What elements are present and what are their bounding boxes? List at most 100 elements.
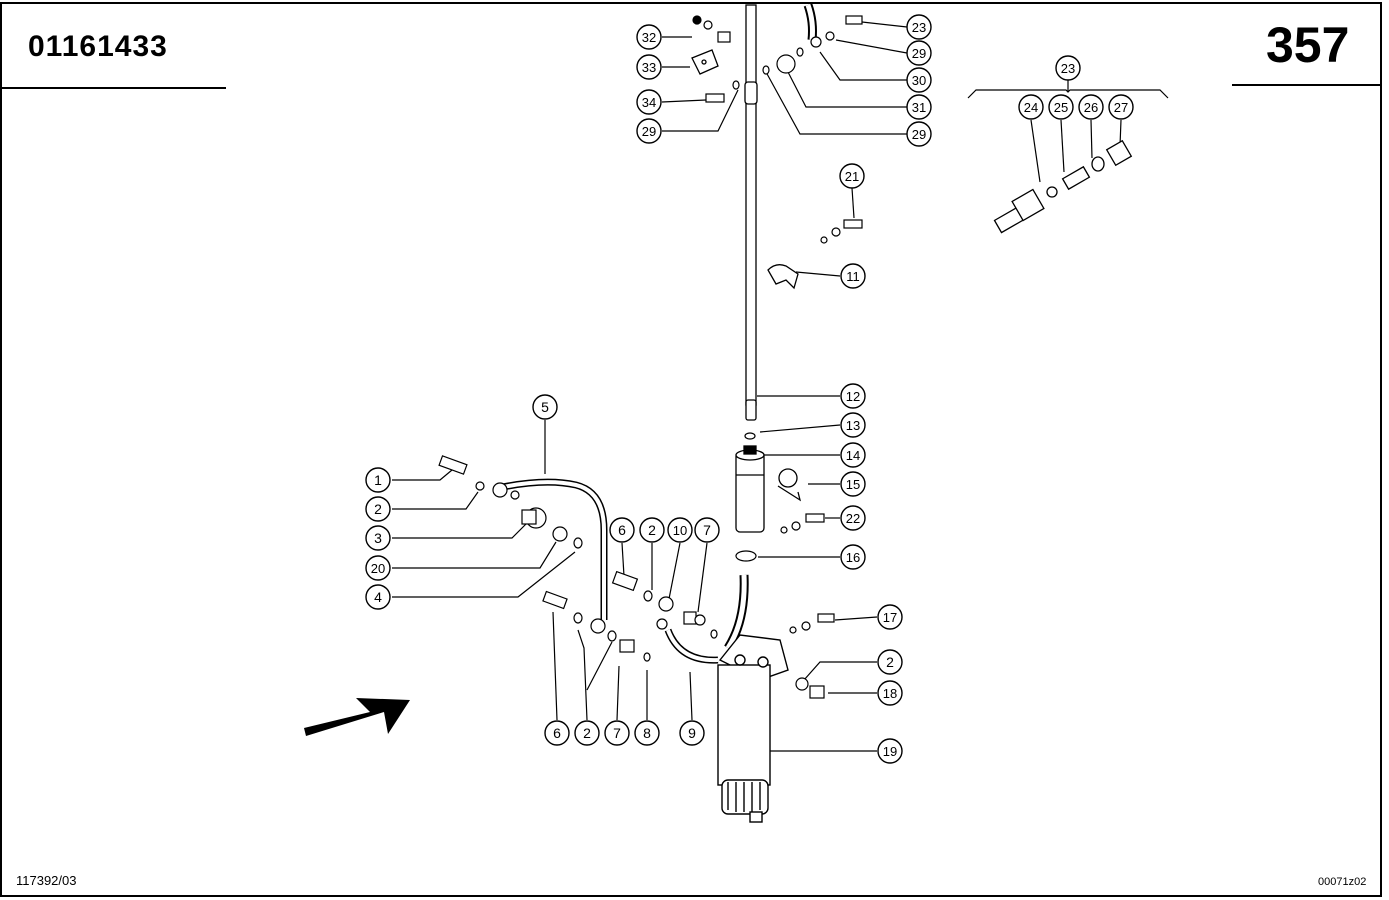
callout-label: 8 xyxy=(643,725,651,741)
fasteners xyxy=(438,15,863,699)
callout-label: 17 xyxy=(883,610,897,625)
callout-24: 24 xyxy=(1018,94,1044,120)
callout-label: 34 xyxy=(642,95,656,110)
callout-27: 27 xyxy=(1108,94,1134,120)
callout-4: 4 xyxy=(365,584,391,610)
callout-5: 5 xyxy=(532,394,558,420)
callout-label: 14 xyxy=(846,448,860,463)
callout-circle xyxy=(906,121,932,147)
callout-label: 19 xyxy=(883,744,897,759)
callout-16: 16 xyxy=(840,544,866,570)
callout-29: 29 xyxy=(906,121,932,147)
callout-circle xyxy=(634,720,660,746)
callout-label: 29 xyxy=(642,124,656,139)
callout-label: 25 xyxy=(1054,100,1068,115)
callout-circle xyxy=(544,720,570,746)
callout-label: 27 xyxy=(1114,100,1128,115)
callout-22: 22 xyxy=(840,505,866,531)
callout-20: 20 xyxy=(365,555,391,581)
callout-21: 21 xyxy=(839,163,865,189)
callout-7: 7 xyxy=(694,517,720,543)
callout-circle xyxy=(906,67,932,93)
callout-label: 5 xyxy=(541,399,549,415)
callout-label: 13 xyxy=(846,418,860,433)
callout-circle xyxy=(840,471,866,497)
fuel-line-inner xyxy=(497,480,606,620)
callout-29: 29 xyxy=(906,40,932,66)
callout-label: 4 xyxy=(374,589,382,605)
callout-12: 12 xyxy=(840,383,866,409)
mounting-plate xyxy=(691,49,719,75)
pipe-connector xyxy=(664,574,749,664)
main-filter-bowl xyxy=(717,634,789,823)
callout-23: 23 xyxy=(906,14,932,40)
callout-circle xyxy=(667,517,693,543)
callout-circle xyxy=(906,40,932,66)
clamp xyxy=(777,468,802,502)
callout-circle xyxy=(694,517,720,543)
page-number: 357 xyxy=(1266,17,1350,73)
callout-label: 30 xyxy=(912,73,926,88)
callout-10: 10 xyxy=(667,517,693,543)
callout-15: 15 xyxy=(840,471,866,497)
callout-label: 18 xyxy=(883,686,897,701)
callout-17: 17 xyxy=(877,604,903,630)
callout-label: 15 xyxy=(846,477,860,492)
callout-circle xyxy=(877,604,903,630)
callout-label: 33 xyxy=(642,60,656,75)
callout-circle xyxy=(636,24,662,50)
callout-circle xyxy=(877,649,903,675)
callout-circle xyxy=(639,517,665,543)
callout-circle xyxy=(365,467,391,493)
callout-label: 11 xyxy=(846,269,860,284)
bracket xyxy=(767,264,799,290)
callout-label: 24 xyxy=(1024,100,1038,115)
callout-label: 2 xyxy=(648,522,656,538)
callout-circle xyxy=(365,555,391,581)
callout-circle xyxy=(906,14,932,40)
callout-2: 2 xyxy=(877,649,903,675)
callout-circle xyxy=(840,505,866,531)
callout-8: 8 xyxy=(634,720,660,746)
callout-6: 6 xyxy=(544,720,570,746)
valve-assembly xyxy=(993,139,1133,234)
callout-circle xyxy=(1048,94,1074,120)
callout-circle xyxy=(840,442,866,468)
callout-3: 3 xyxy=(365,525,391,551)
top-hose xyxy=(803,3,817,41)
callout-29: 29 xyxy=(636,118,662,144)
callout-circle xyxy=(365,525,391,551)
callout-circle xyxy=(1078,94,1104,120)
callout-14: 14 xyxy=(840,442,866,468)
callout-label: 2 xyxy=(374,501,382,517)
callout-31: 31 xyxy=(906,94,932,120)
callout-25: 25 xyxy=(1048,94,1074,120)
vertical-rod xyxy=(744,4,758,421)
callout-label: 22 xyxy=(846,511,860,526)
callout-2: 2 xyxy=(365,496,391,522)
callout-23: 23 xyxy=(1055,55,1081,81)
callout-circle xyxy=(840,412,866,438)
callout-label: 7 xyxy=(703,522,711,538)
callout-label: 23 xyxy=(1061,61,1075,76)
leader-lines xyxy=(392,21,1169,752)
callout-11: 11 xyxy=(840,263,866,289)
callout-6: 6 xyxy=(609,517,635,543)
callout-label: 9 xyxy=(688,725,696,741)
callout-circle xyxy=(906,94,932,120)
callout-circle xyxy=(1108,94,1134,120)
callout-32: 32 xyxy=(636,24,662,50)
callout-label: 29 xyxy=(912,127,926,142)
callout-circle xyxy=(840,544,866,570)
footer-right-code: 00071z02 xyxy=(1318,876,1367,888)
callout-26: 26 xyxy=(1078,94,1104,120)
callout-1: 1 xyxy=(365,467,391,493)
callout-circle xyxy=(365,496,391,522)
callout-18: 18 xyxy=(877,680,903,706)
small-filter xyxy=(735,445,765,533)
callout-circle xyxy=(604,720,630,746)
callout-label: 7 xyxy=(613,725,621,741)
